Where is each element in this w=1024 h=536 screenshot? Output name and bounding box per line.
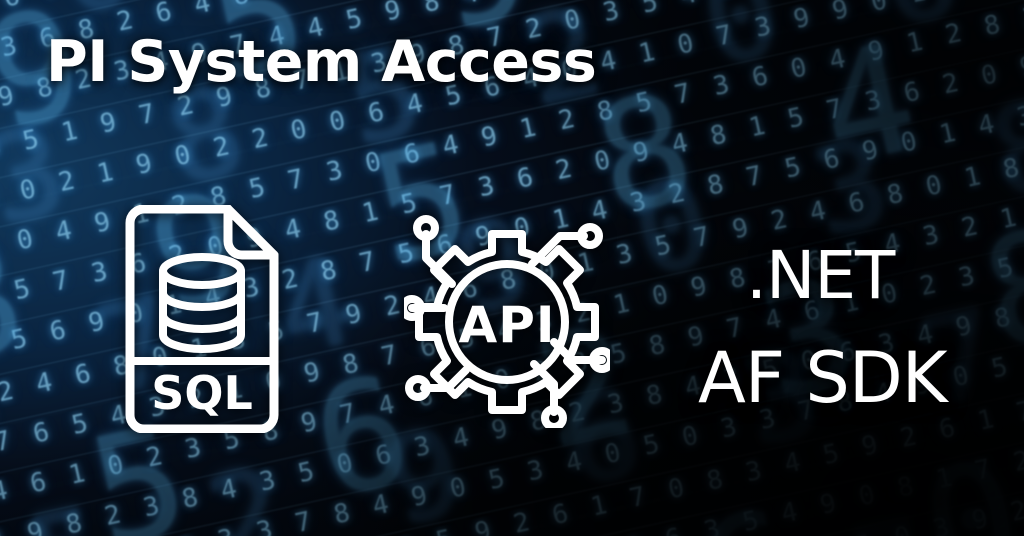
page-title: PI System Access [46,29,597,95]
sql-file-icon: SQL [116,205,288,433]
label-af-sdk: AF SDK [698,337,948,419]
sql-icon-label: SQL [151,366,253,420]
label-dotnet: .NET [746,237,895,314]
api-icon-label: API [459,296,556,354]
api-gear-icon: API [404,212,610,428]
